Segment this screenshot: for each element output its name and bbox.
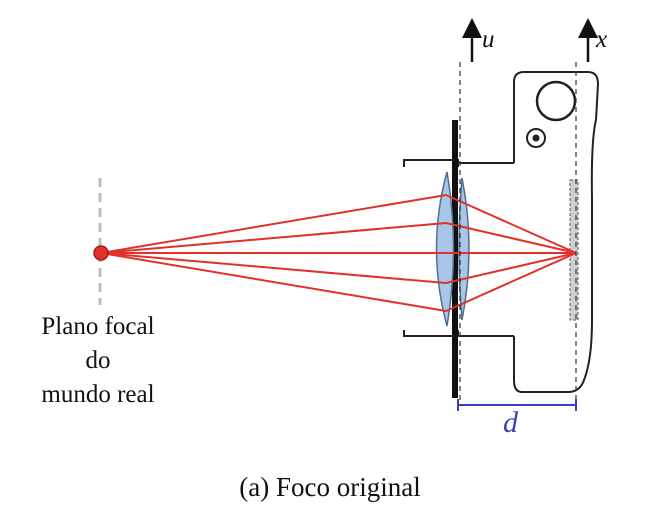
distance-marker [457,399,577,411]
lens-element-front [435,171,455,327]
lens-element-rear [458,177,470,321]
distance-label: d [503,406,518,439]
camera-body [403,71,600,393]
focal-plane-label-line-1: Plano focal [41,313,155,340]
figure-caption: (a) Foco original [239,472,421,502]
focal-plane-label-line-3: mundo real [41,381,155,408]
source-point [93,245,109,261]
axis-x-label: x [596,26,608,53]
axis-u-label: u [482,26,495,53]
light-rays [100,193,577,313]
focal-plane-label: Plano focal do mundo real [18,310,178,412]
focal-plane-label-line-2: do [85,347,111,374]
